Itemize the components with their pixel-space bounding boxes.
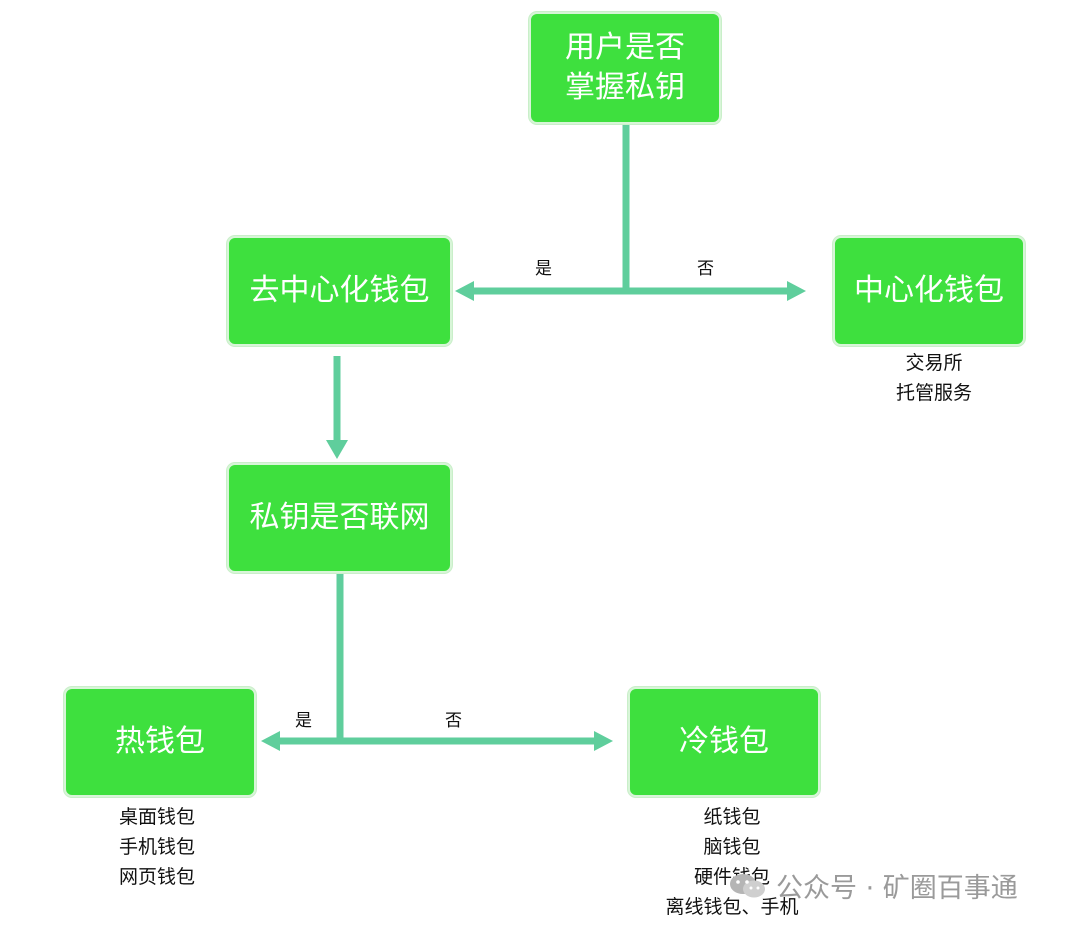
note-item: 托管服务 bbox=[895, 382, 972, 404]
edge-label-bottom-no: 否 bbox=[445, 711, 462, 731]
note-centralized: 交易所 托管服务 bbox=[874, 348, 994, 408]
note-item: 交易所 bbox=[905, 352, 963, 374]
node-root-line2: 掌握私钥 bbox=[565, 70, 685, 105]
arrowhead-centralized bbox=[787, 281, 806, 301]
note-item: 桌面钱包 bbox=[118, 806, 195, 828]
arrowhead-online bbox=[326, 440, 348, 459]
node-root-line1: 用户是否 bbox=[565, 30, 685, 65]
watermark-text: 公众号 · 矿圈百事通 bbox=[776, 873, 1018, 904]
node-decentralized: 去中心化钱包 bbox=[227, 236, 452, 346]
edge-label-top-no: 否 bbox=[697, 259, 714, 279]
note-item: 离线钱包、手机 bbox=[665, 896, 799, 918]
note-item: 网页钱包 bbox=[118, 866, 195, 888]
node-cold-label: 冷钱包 bbox=[679, 724, 769, 759]
node-centralized: 中心化钱包 bbox=[833, 236, 1025, 346]
arrowhead-hot bbox=[261, 731, 280, 751]
node-decentralized-label: 去中心化钱包 bbox=[249, 273, 430, 308]
node-online-label: 私钥是否联网 bbox=[249, 500, 430, 535]
node-hot: 热钱包 bbox=[64, 687, 256, 797]
note-item: 手机钱包 bbox=[118, 836, 195, 858]
note-hot: 桌面钱包 手机钱包 网页钱包 bbox=[97, 802, 217, 892]
node-cold: 冷钱包 bbox=[628, 687, 820, 797]
wechat-icon bbox=[730, 873, 765, 897]
arrowhead-decentralized bbox=[455, 281, 474, 301]
node-root: 用户是否 掌握私钥 bbox=[529, 12, 721, 124]
note-item: 脑钱包 bbox=[703, 836, 761, 858]
node-online: 私钥是否联网 bbox=[227, 463, 452, 573]
watermark: 公众号 · 矿圈百事通 bbox=[728, 866, 1018, 905]
arrowhead-cold bbox=[594, 731, 613, 751]
edge-label-top-yes: 是 bbox=[535, 259, 552, 279]
edge-label-bottom-yes: 是 bbox=[295, 711, 312, 731]
note-cold: 纸钱包 脑钱包 硬件钱包 离线钱包、手机 bbox=[652, 802, 812, 922]
node-centralized-label: 中心化钱包 bbox=[854, 273, 1004, 308]
node-hot-label: 热钱包 bbox=[115, 724, 205, 759]
note-item: 纸钱包 bbox=[703, 806, 761, 828]
